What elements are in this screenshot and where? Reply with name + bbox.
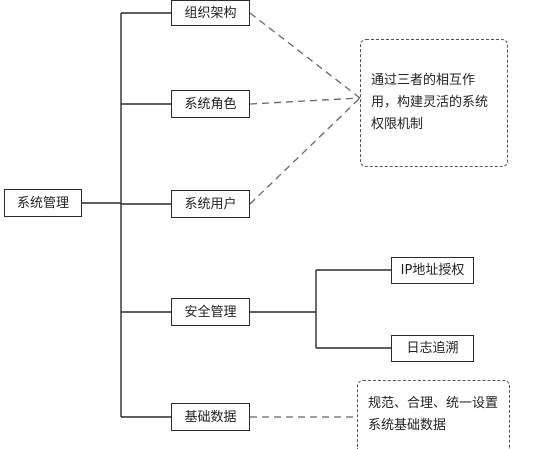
child-node-log-tracing: 日志追溯 <box>391 335 474 362</box>
dashed-connector-user <box>249 97 361 205</box>
branch-label: 系统用户 <box>184 196 237 212</box>
dashed-connector-role <box>249 97 361 105</box>
note-text: 规范、合理、统一设置系统基础数据 <box>368 396 499 433</box>
dashed-connector-org <box>249 12 361 99</box>
branch-label: 系统角色 <box>184 96 237 112</box>
branch-label: 安全管理 <box>184 304 237 320</box>
branch-label: 组织架构 <box>184 5 237 21</box>
branch-node-security-management: 安全管理 <box>171 298 250 326</box>
branch-node-org-structure: 组织架构 <box>171 0 250 26</box>
branch-node-system-role: 系统角色 <box>171 90 250 118</box>
child-label: IP地址授权 <box>400 263 465 278</box>
child-label: 日志追溯 <box>406 341 459 356</box>
branch-node-system-user: 系统用户 <box>171 190 250 218</box>
root-node: 系统管理 <box>4 189 82 217</box>
note-permission-mechanism: 通过三者的相互作用，构建灵活的系统权限机制 <box>360 39 508 167</box>
root-node-label: 系统管理 <box>16 195 69 211</box>
note-text: 通过三者的相互作用，构建灵活的系统权限机制 <box>371 73 489 132</box>
branch-label: 基础数据 <box>184 409 237 425</box>
note-basic-data: 规范、合理、统一设置系统基础数据 <box>357 380 510 449</box>
branch-node-basic-data: 基础数据 <box>171 403 250 431</box>
child-node-ip-authorization: IP地址授权 <box>391 257 474 284</box>
